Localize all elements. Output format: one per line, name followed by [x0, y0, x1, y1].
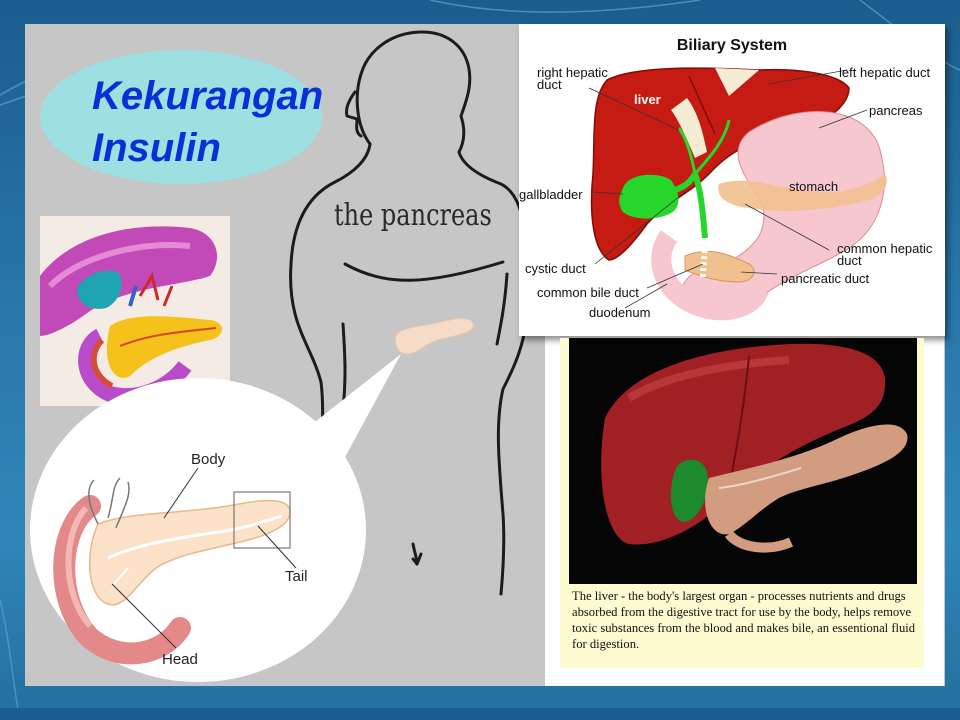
label-tail: Tail	[285, 568, 308, 585]
liver-figure: The liver - the body's largest organ - p…	[560, 338, 924, 668]
label-stomach: stomach	[789, 179, 839, 194]
label-right-hepatic-duct-line2: duct	[537, 77, 562, 92]
slide-title-line1: Kekurangan	[92, 74, 324, 118]
label-common-hepatic-duct-line2: duct	[837, 253, 862, 268]
label-right-hepatic-duct-line1: right hepatic	[537, 65, 608, 80]
label-pancreas: pancreas	[869, 103, 923, 118]
label-left-hepatic-duct: left hepatic duct	[839, 65, 931, 80]
slide-title-line2: Insulin	[92, 126, 221, 170]
slide-bottom-bar	[0, 708, 960, 720]
pancreas-anatomy-photo	[40, 216, 230, 406]
biliary-title: Biliary System	[676, 37, 788, 54]
label-duodenum: duodenum	[589, 305, 651, 320]
liver-illustration	[569, 338, 917, 584]
label-gallbladder: gallbladder	[519, 187, 583, 202]
pancreas-zoom-illustration	[30, 378, 366, 682]
label-liver: liver	[634, 92, 661, 107]
biliary-system-diagram: Biliary System right hepatic duct liver …	[519, 24, 945, 336]
title-bubble	[40, 50, 322, 184]
label-common-bile-duct: common bile duct	[537, 285, 639, 300]
liver-caption: The liver - the body's largest organ - p…	[572, 589, 916, 651]
pancreas-caption: the pancreas	[334, 198, 492, 233]
label-common-hepatic-duct-line1: common hepatic	[837, 241, 933, 256]
label-body: Body	[191, 451, 226, 468]
label-cystic-duct: cystic duct	[525, 261, 586, 276]
label-pancreatic-duct: pancreatic duct	[781, 271, 870, 286]
slide-title: Kekurangan Insulin	[92, 70, 323, 174]
label-head: Head	[162, 651, 198, 668]
biliary-illustration	[588, 67, 888, 321]
